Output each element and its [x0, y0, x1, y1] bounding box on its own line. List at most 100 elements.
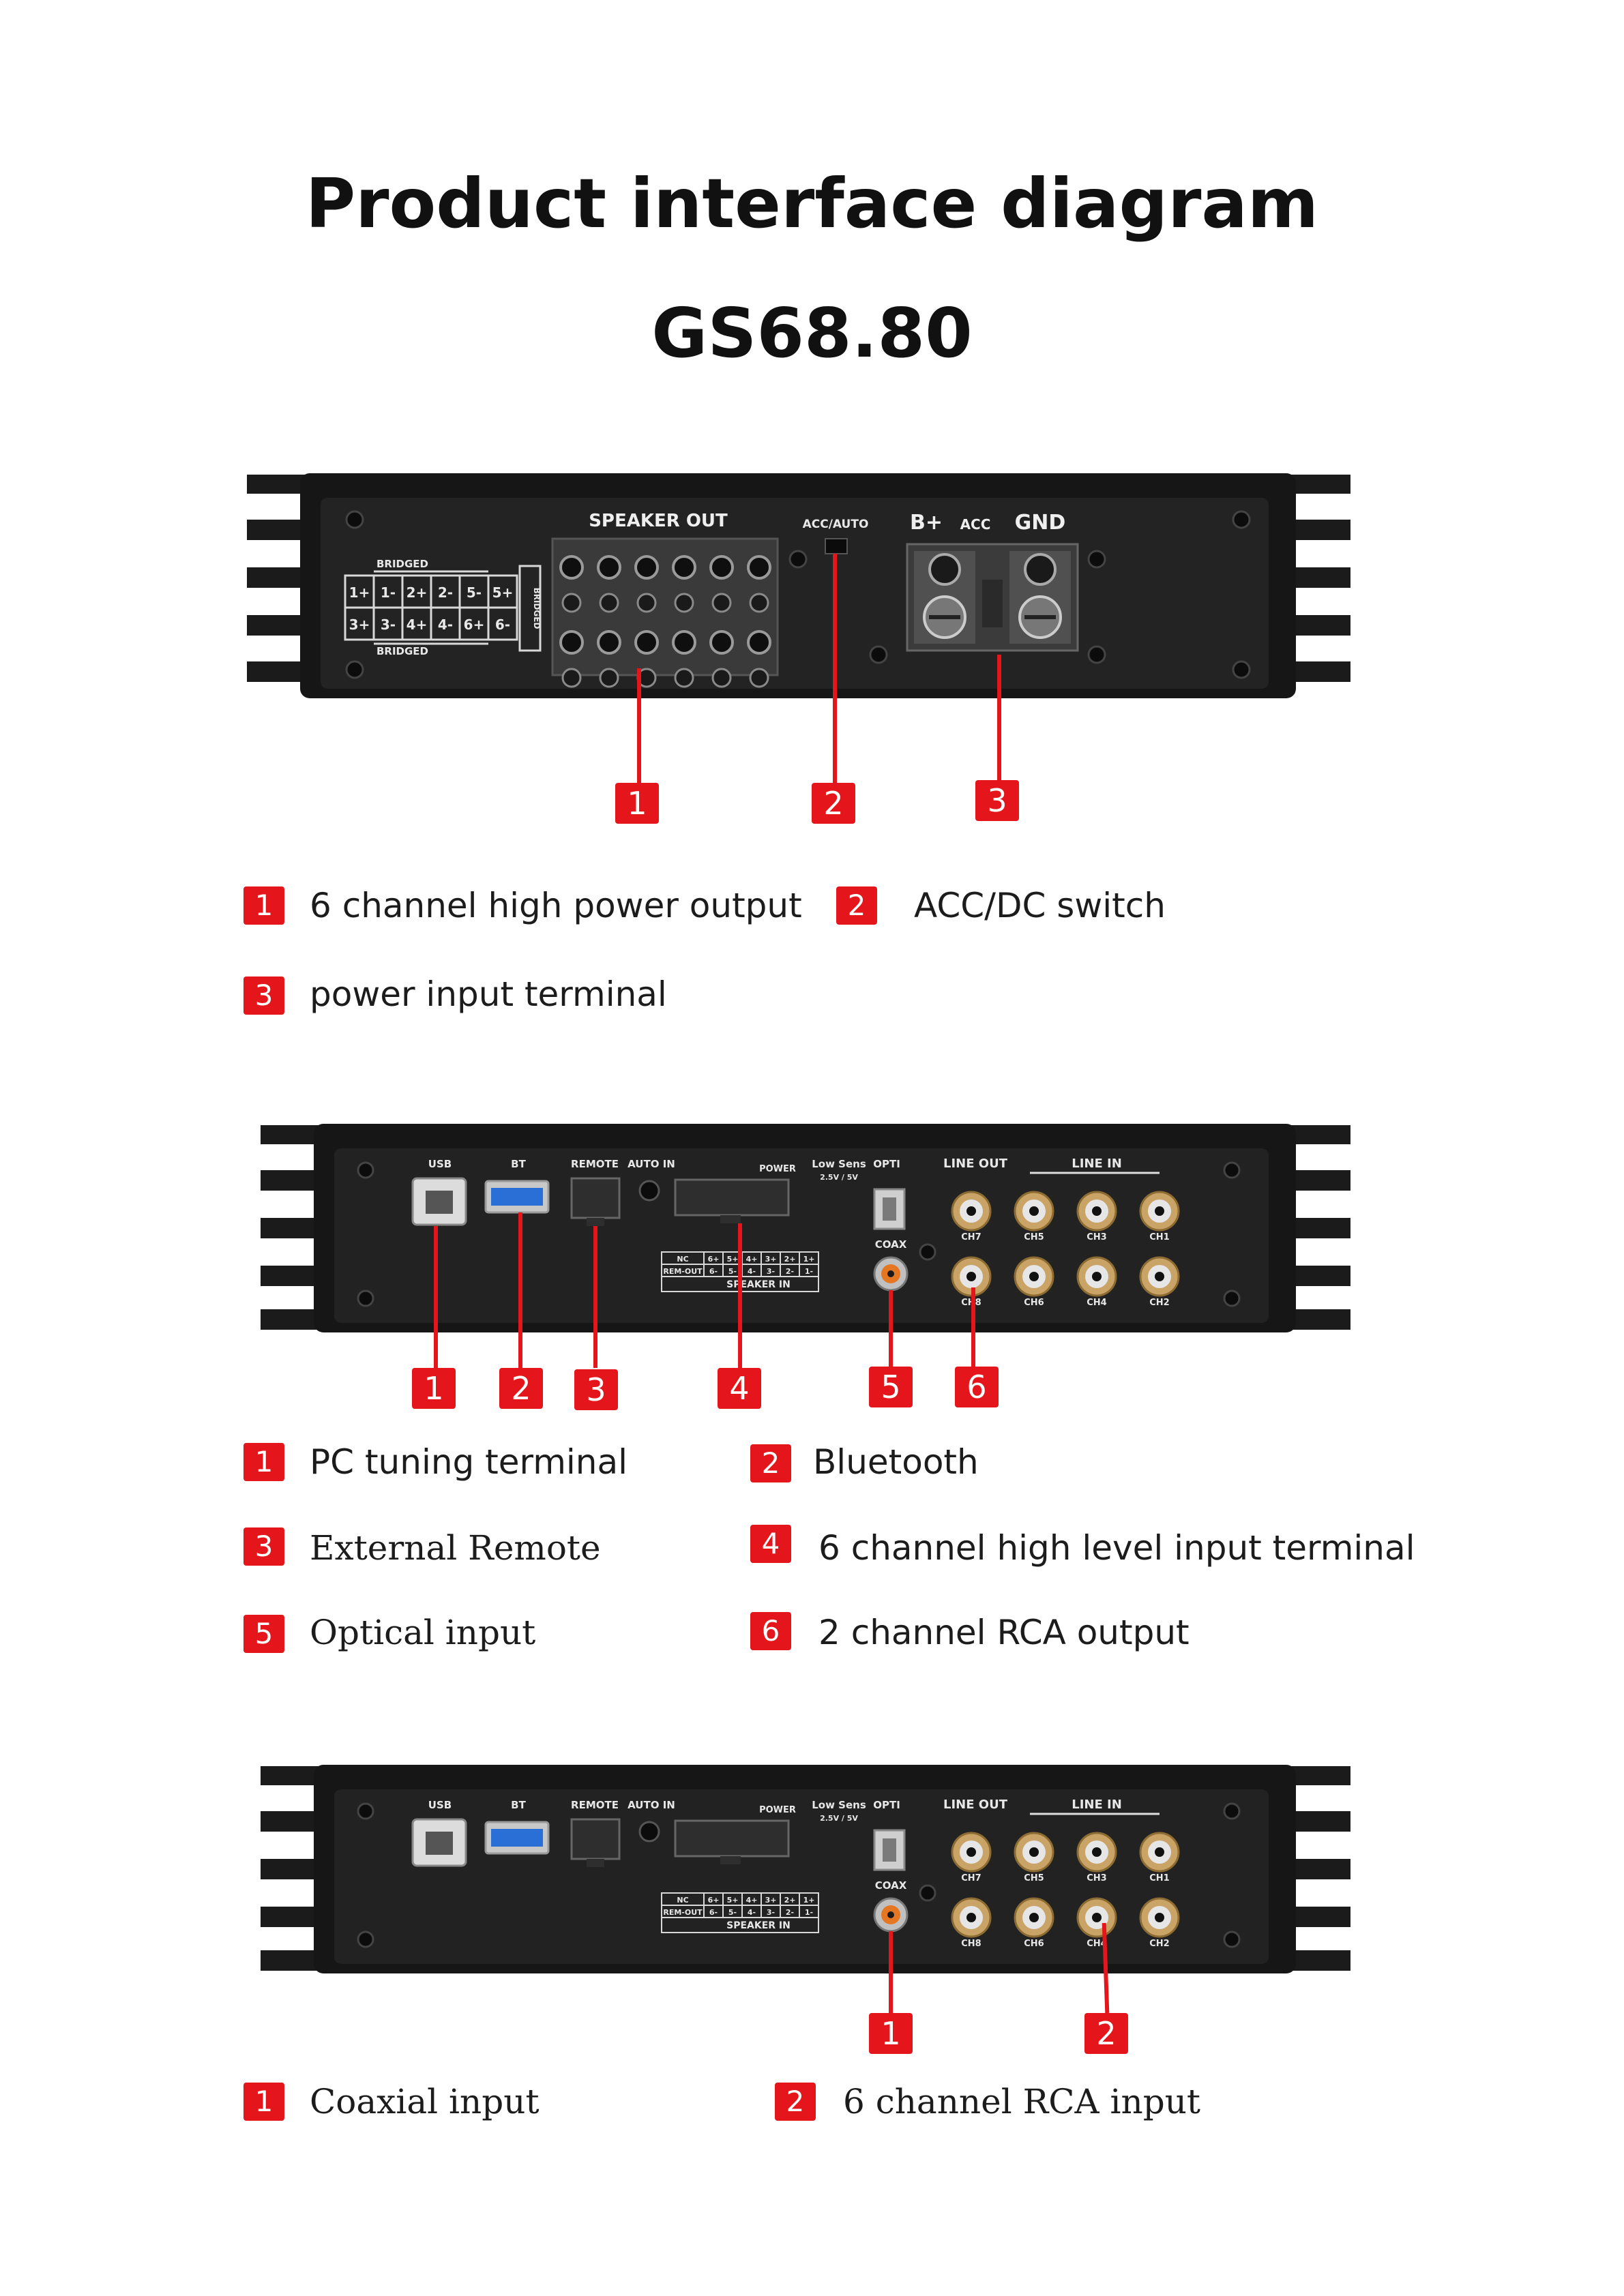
auto-in-label: AUTO IN: [628, 1158, 675, 1170]
terminal-screw: [559, 555, 584, 580]
legend-text: power input terminal: [310, 974, 667, 1014]
legend-badge: 1: [243, 886, 284, 925]
remote-label: REMOTE: [571, 1799, 619, 1811]
remote-label: REMOTE: [571, 1158, 619, 1170]
legend-badge: 3: [243, 1527, 284, 1566]
callout-badge: 1: [615, 783, 659, 824]
usb-label: USB: [428, 1158, 452, 1170]
rca-jack-pin: [1029, 1847, 1039, 1857]
channel-label: CH7: [961, 1232, 981, 1242]
low-sens-label: Low Sens: [812, 1799, 866, 1811]
legend-text: Bluetooth: [813, 1442, 979, 1482]
rca-jack-pin: [966, 1913, 976, 1922]
rca-jack-pin: [1092, 1206, 1102, 1216]
legend-badge: 2: [836, 886, 877, 925]
legend-text: 2 channel RCA output: [818, 1613, 1190, 1652]
legend-badge: 1: [243, 1443, 284, 1481]
gnd-label: GND: [1015, 511, 1066, 535]
channel-label: CH6: [1024, 1298, 1044, 1308]
grid-cell: 4+: [407, 616, 428, 633]
opti-label: OPTI: [873, 1799, 900, 1811]
terminal-hole: [711, 593, 732, 613]
rca-jack-pin: [966, 1847, 976, 1857]
channel-label: CH4: [1087, 1939, 1106, 1949]
bridged-bottom-label: BRIDGED: [377, 645, 428, 657]
table-cell: 4+: [746, 1255, 758, 1264]
rca-jack-pin: [1155, 1206, 1164, 1216]
table-cell: 3+: [765, 1896, 777, 1905]
table-cell: 4-: [748, 1908, 756, 1917]
table-cell: 3-: [767, 1267, 775, 1276]
terminal-screw: [672, 630, 696, 655]
bt-label: BT: [511, 1799, 526, 1811]
legend-badge: 4: [750, 1525, 791, 1563]
remote-port: [570, 1818, 621, 1860]
terminal-screw: [709, 630, 734, 655]
table-cell: 5-: [728, 1908, 737, 1917]
speaker-out-terminal: [551, 537, 779, 676]
legend-badge: 2: [775, 2083, 816, 2121]
channel-label: CH3: [1087, 1873, 1106, 1883]
legend-text: ACC/DC switch: [914, 886, 1166, 925]
rca-jack-pin: [1029, 1913, 1039, 1922]
table-cell: NC: [677, 1255, 688, 1264]
table-cell: 1+: [803, 1255, 815, 1264]
grid-cell: 3-: [381, 616, 396, 633]
grid-cell: 2-: [438, 584, 453, 601]
speaker-out-label: SPEAKER OUT: [589, 511, 728, 531]
terminal-hole: [711, 668, 732, 688]
table-cell: 2+: [784, 1255, 796, 1264]
table-cell: 1+: [803, 1896, 815, 1905]
low-sens-label: Low Sens: [812, 1158, 866, 1170]
grid-cell: 6-: [495, 616, 510, 633]
terminal-hole: [561, 668, 582, 688]
rca-jack-pin: [1092, 1913, 1102, 1922]
legend-text: PC tuning terminal: [310, 1442, 628, 1482]
opti-label: OPTI: [873, 1158, 900, 1170]
line-in-label: LINE IN: [1072, 1798, 1122, 1812]
usb-label: USB: [428, 1799, 452, 1811]
power-label: POWER: [759, 1805, 796, 1815]
terminal-hole: [674, 593, 694, 613]
callout-badge: 5: [869, 1367, 913, 1407]
b-plus-label: B+: [910, 511, 943, 535]
channel-label: CH6: [1024, 1939, 1044, 1949]
callout-badge: 3: [574, 1369, 618, 1410]
line-out-label: LINE OUT: [943, 1798, 1008, 1812]
rca-jack-pin: [1155, 1272, 1164, 1281]
table-cell: 6+: [708, 1896, 720, 1905]
table-cell: 6-: [709, 1267, 718, 1276]
power-input-terminal: [906, 543, 1079, 652]
sens-value-label: 2.5V / 5V: [820, 1814, 858, 1823]
channel-label: CH4: [1087, 1298, 1106, 1308]
rca-jack-pin: [1029, 1206, 1039, 1216]
grid-cell: 2+: [407, 584, 428, 601]
coax-label: COAX: [875, 1879, 907, 1892]
legend-text: Coaxial input: [310, 2082, 540, 2121]
speaker-in-connector: [674, 1819, 790, 1858]
auto-in-label: AUTO IN: [628, 1799, 675, 1811]
channel-label: CH2: [1149, 1939, 1169, 1949]
coax-label: COAX: [875, 1238, 907, 1251]
bridged-top-label: BRIDGED: [377, 558, 428, 570]
rca-jack-pin: [1092, 1847, 1102, 1857]
grid-cell: 1+: [349, 584, 370, 601]
legend-text: External Remote: [310, 1528, 601, 1568]
callout-badge: 3: [975, 780, 1019, 821]
table-cell: 1-: [805, 1908, 813, 1917]
table-cell: REM-OUT: [663, 1908, 703, 1917]
table-cell: 2+: [784, 1896, 796, 1905]
acc-auto-label: ACC/AUTO: [803, 518, 869, 531]
rca-jack-pin: [1092, 1272, 1102, 1281]
table-cell: 1-: [805, 1267, 813, 1276]
page-title: Product interface diagram: [305, 164, 1319, 243]
speaker-in-label: SPEAKER IN: [726, 1920, 791, 1931]
grid-cell: 5-: [467, 584, 482, 601]
grid-cell: 1-: [381, 584, 396, 601]
bridged-side-label: BRIDGED: [532, 588, 542, 629]
auto-in-jack: [638, 1821, 660, 1843]
terminal-screw: [709, 555, 734, 580]
